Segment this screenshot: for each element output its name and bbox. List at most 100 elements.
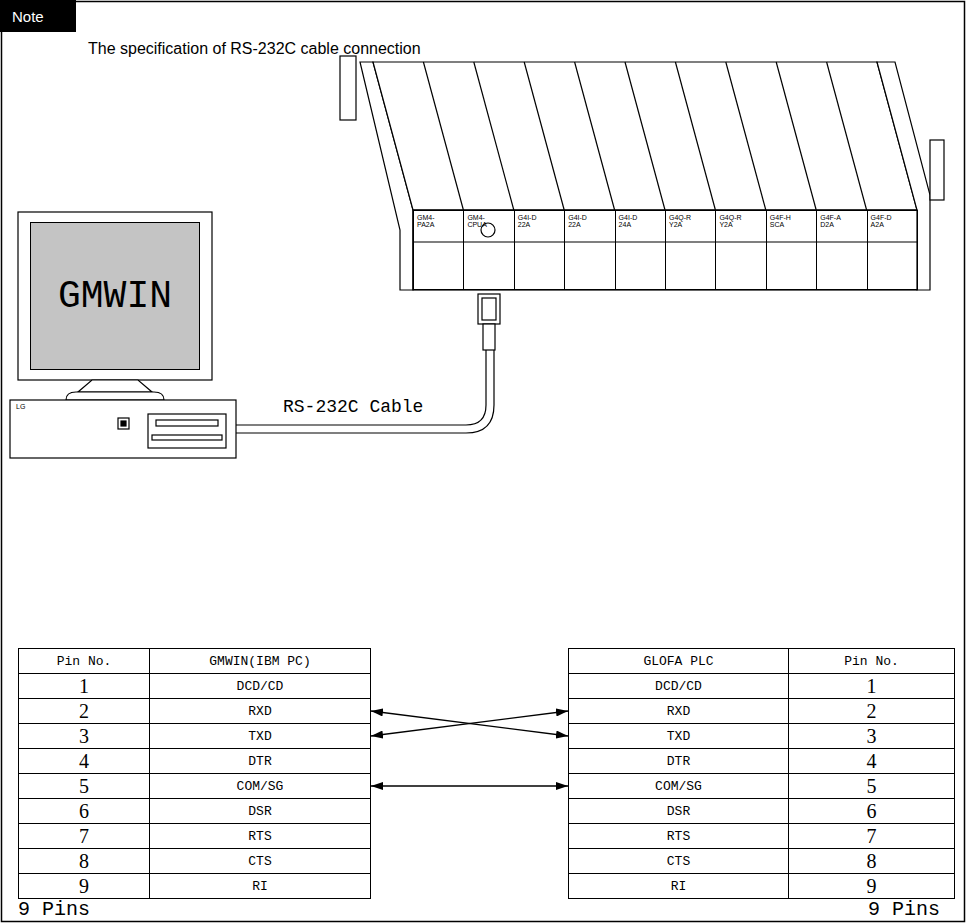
node-text: 4 bbox=[867, 751, 877, 771]
pin-number-cell: 4 bbox=[18, 748, 150, 774]
node-text: DTR bbox=[248, 754, 271, 769]
pin-number-cell: 5 bbox=[788, 773, 955, 799]
node-text: Pin No. bbox=[844, 654, 899, 669]
drive-slot bbox=[152, 435, 222, 440]
signal-cell: COM/SG bbox=[149, 773, 371, 799]
pin-number-cell: 6 bbox=[18, 798, 150, 824]
node-text: 1 bbox=[867, 676, 877, 696]
node-text: G4I-D 22A bbox=[518, 214, 548, 229]
rack-bracket bbox=[340, 56, 356, 120]
plug-neck bbox=[483, 324, 495, 350]
io-module: GM4-PA2A bbox=[413, 210, 464, 290]
signal-wire bbox=[371, 785, 568, 786]
signal-cell: RTS bbox=[149, 823, 371, 849]
node-text: RTS bbox=[248, 829, 271, 844]
monitor-stand bbox=[78, 380, 152, 392]
rs232-cable bbox=[236, 350, 494, 433]
signal-cell: RI bbox=[568, 873, 789, 899]
node-text: GM4-CPUA bbox=[467, 214, 497, 229]
module-edge bbox=[675, 62, 715, 210]
node-text: Pin No. bbox=[57, 654, 112, 669]
node-text: 9 bbox=[79, 876, 89, 896]
node-text: 6 bbox=[867, 801, 877, 821]
node-text: RI bbox=[252, 879, 268, 894]
node-text: G4Q-R Y2A bbox=[669, 214, 699, 229]
node-text: 3 bbox=[79, 726, 89, 746]
power-button bbox=[121, 421, 126, 426]
signal-wire bbox=[371, 711, 568, 736]
node-text: RTS bbox=[667, 829, 690, 844]
pin-number-cell: 8 bbox=[788, 848, 955, 874]
pin-number-cell: 3 bbox=[18, 723, 150, 749]
module-edge bbox=[827, 62, 867, 210]
signal-cell: RTS bbox=[568, 823, 789, 849]
table-header-cell: GLOFA PLC bbox=[568, 648, 789, 674]
pin-number-cell: 4 bbox=[788, 748, 955, 774]
node-text: COM/SG bbox=[655, 779, 702, 794]
pin-count: 9 Pins bbox=[18, 900, 90, 920]
pin-count: 9 Pins bbox=[868, 900, 940, 920]
pin-number-cell: 6 bbox=[788, 798, 955, 824]
pin-number-cell: 9 bbox=[788, 873, 955, 899]
io-module: G4I-D 22A bbox=[514, 210, 565, 290]
caption-text: The specification of RS-232C cable conne… bbox=[88, 40, 421, 58]
pin-number-cell: 7 bbox=[788, 823, 955, 849]
power-button bbox=[118, 418, 129, 429]
signal-cell: CTS bbox=[149, 848, 371, 874]
rack-front bbox=[413, 210, 917, 290]
rack-top bbox=[373, 62, 917, 210]
signal-cell: DSR bbox=[149, 798, 371, 824]
node-text: 7 bbox=[867, 826, 877, 846]
node-text: DSR bbox=[248, 804, 271, 819]
plug-face bbox=[482, 298, 496, 320]
node-text: G4I-D 24A bbox=[619, 214, 649, 229]
signal-cell: DCD/CD bbox=[149, 673, 371, 699]
node-text: GM4-PA2A bbox=[417, 214, 447, 229]
pin-number-cell: 5 bbox=[18, 773, 150, 799]
signal-cell: DCD/CD bbox=[568, 673, 789, 699]
signal-cell: RXD bbox=[568, 698, 789, 724]
node-text: G4F-A D2A bbox=[820, 214, 850, 229]
rack-bracket bbox=[930, 140, 944, 200]
io-module: G4I-D 22A bbox=[564, 210, 615, 290]
cable-line bbox=[236, 350, 494, 433]
pc-case bbox=[10, 400, 236, 458]
node-text: G4I-D 22A bbox=[568, 214, 598, 229]
module-edge bbox=[726, 62, 766, 210]
cable-label: RS-232C Cable bbox=[283, 397, 423, 417]
node-text: GMWIN(IBM PC) bbox=[209, 654, 310, 669]
io-module: G4F-H SCA bbox=[766, 210, 817, 290]
signal-cell: TXD bbox=[568, 723, 789, 749]
pin-number-cell: 7 bbox=[18, 823, 150, 849]
node-text: GLOFA PLC bbox=[643, 654, 713, 669]
io-module: G4I-D 24A bbox=[615, 210, 666, 290]
node-text: COM/SG bbox=[237, 779, 284, 794]
node-text: 1 bbox=[79, 676, 89, 696]
pin-number-cell: 1 bbox=[788, 673, 955, 699]
module-edge bbox=[575, 62, 615, 210]
io-module: G4Q-R Y2A bbox=[715, 210, 766, 290]
pin-number-cell: 2 bbox=[18, 698, 150, 724]
signal-wire bbox=[371, 711, 568, 736]
module-edge bbox=[776, 62, 816, 210]
io-module: G4F-D A2A bbox=[867, 210, 918, 290]
module-edge bbox=[423, 62, 463, 210]
node-text: 9 bbox=[867, 876, 877, 896]
monitor-base bbox=[66, 392, 164, 400]
pc bbox=[10, 212, 236, 458]
node-text: G4F-D A2A bbox=[871, 214, 901, 229]
signal-cell: CTS bbox=[568, 848, 789, 874]
table-header-cell: Pin No. bbox=[18, 648, 150, 674]
node-text: 7 bbox=[79, 826, 89, 846]
node-text: RI bbox=[671, 879, 687, 894]
cable-line bbox=[236, 350, 486, 425]
pin-number-cell: 3 bbox=[788, 723, 955, 749]
node-text: 2 bbox=[867, 701, 877, 721]
io-module: GM4-CPUA bbox=[463, 210, 514, 290]
node-text: G4F-H SCA bbox=[770, 214, 800, 229]
node-text: Note bbox=[12, 8, 44, 25]
node-text: 5 bbox=[867, 776, 877, 796]
monitor-housing bbox=[18, 212, 212, 380]
